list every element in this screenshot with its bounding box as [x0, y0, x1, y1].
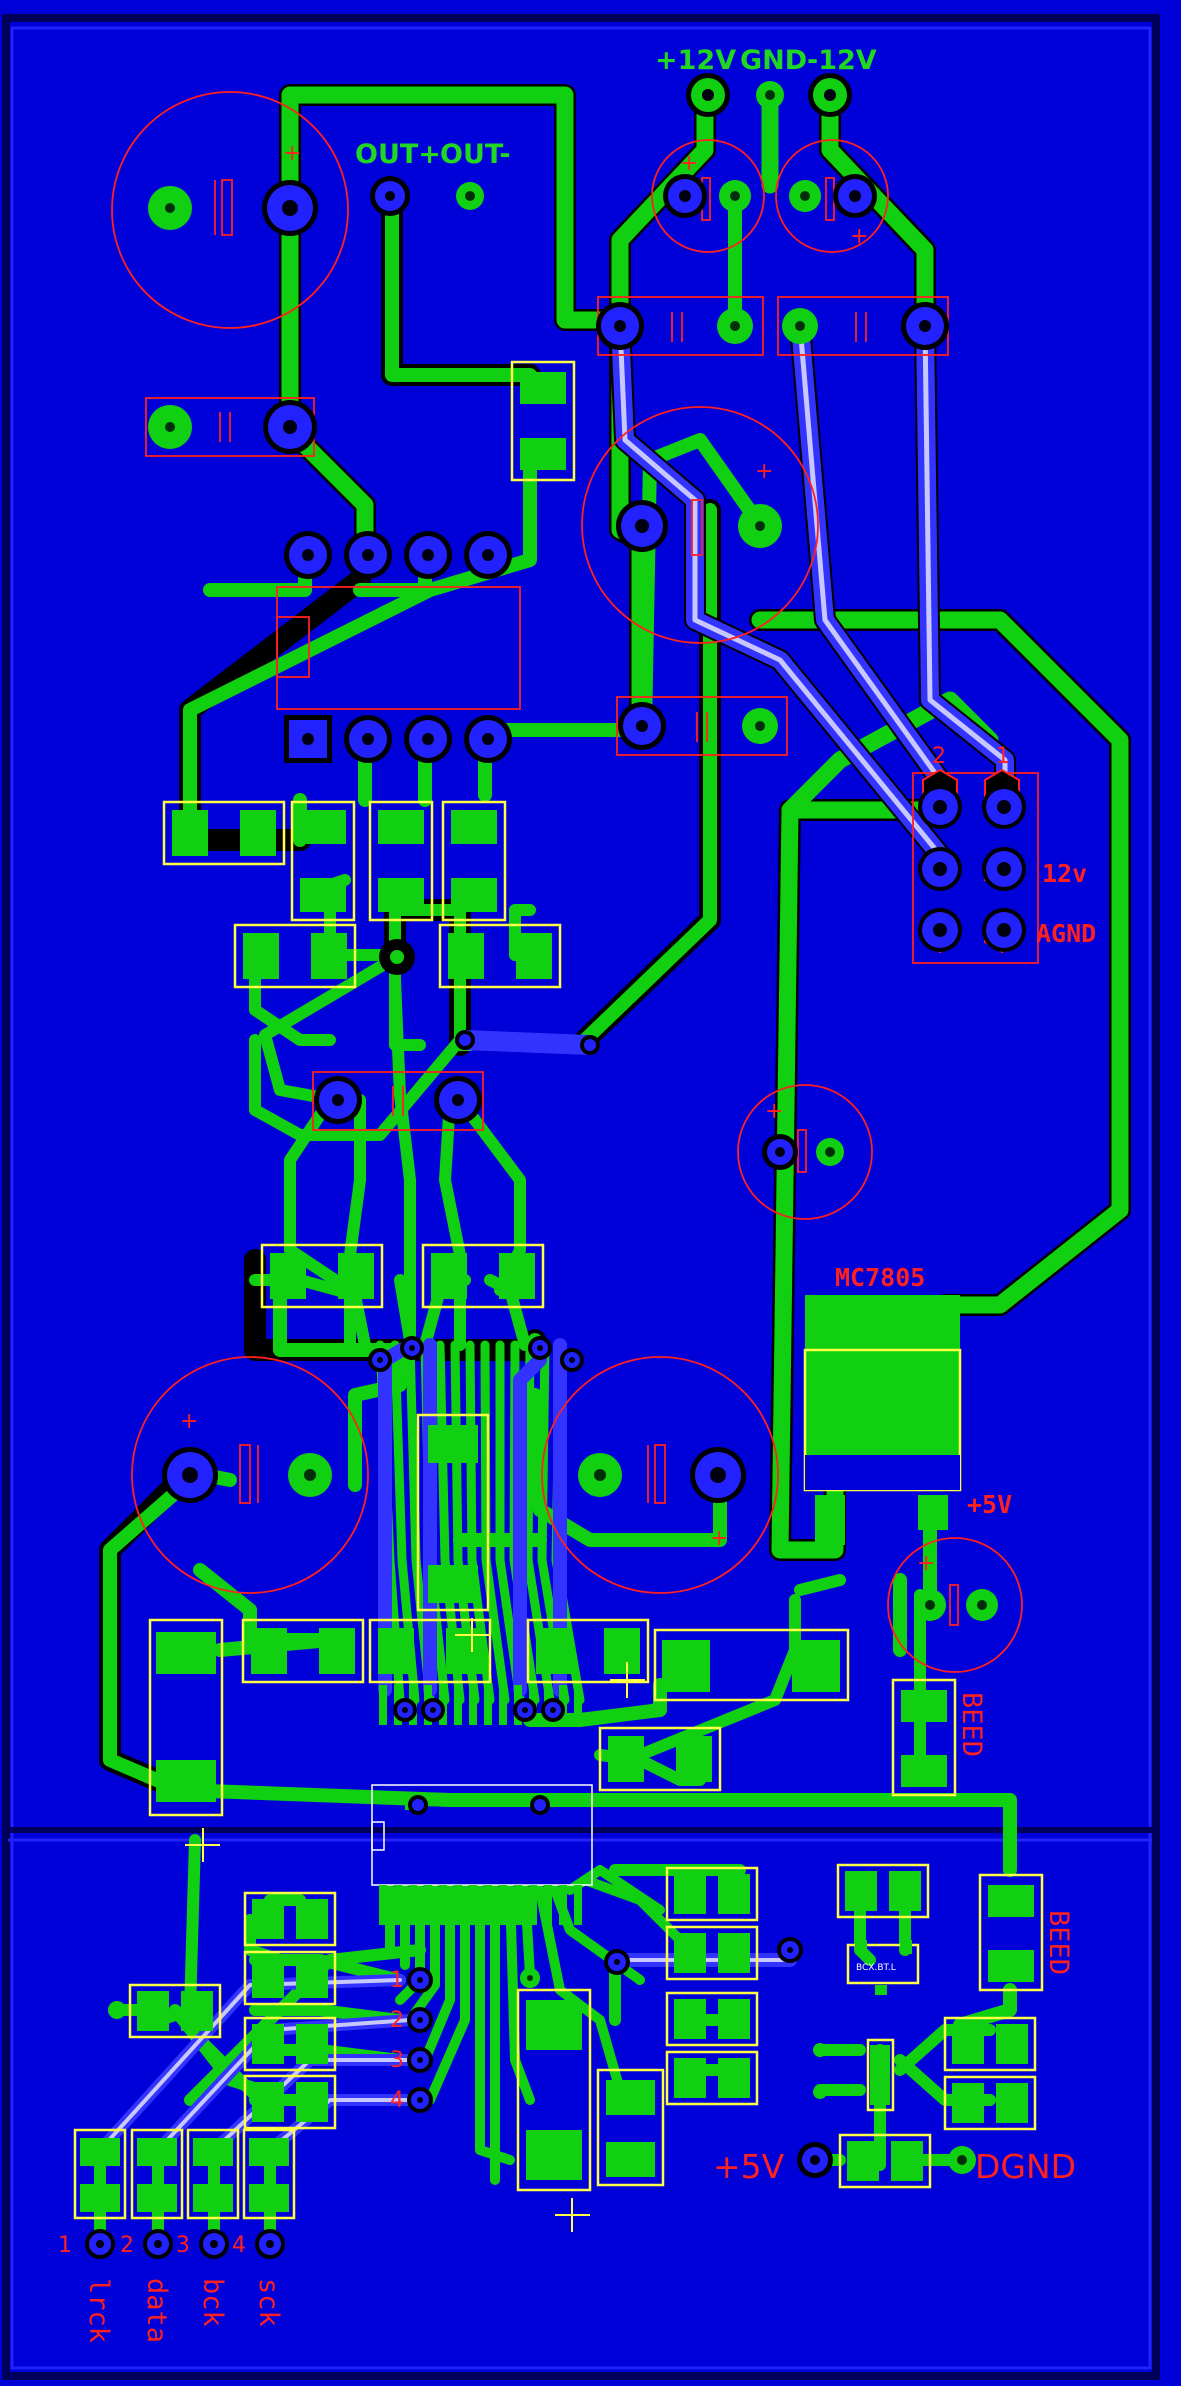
label-minus12v: -12V [807, 45, 877, 76]
connector-number-1: 1 [58, 2233, 72, 2258]
svg-text:+: + [765, 1099, 783, 1124]
label-plus12v: +12V [655, 45, 736, 76]
svg-text:+: + [283, 141, 301, 166]
signal-data: data [141, 2278, 172, 2343]
label-gnd: GND [740, 45, 807, 76]
board-outline-inner [10, 26, 1152, 2370]
svg-text:+: + [755, 459, 773, 484]
connector-number-3: 3 [176, 2233, 190, 2258]
label-out-plus: OUT+ [355, 139, 441, 170]
label-beed-1: BEED [956, 1692, 987, 1757]
label-agnd: AGND [1036, 919, 1096, 948]
svg-text:+: + [180, 1409, 198, 1434]
header-pin-1: 1 [996, 744, 1010, 769]
label-dgnd: DGND [975, 2147, 1076, 2186]
label-12v: 12v [1042, 859, 1087, 888]
through-hole-pads [85, 73, 1026, 2259]
label-chip: BCX.BT.L [856, 1963, 896, 1973]
fiducial-marks [185, 1618, 645, 2232]
signal-bck: bck [197, 2278, 228, 2327]
top-copper-tracks [103, 86, 1129, 1877]
signal-lrck: lrck [83, 2278, 114, 2343]
signal-sck: sck [253, 2278, 284, 2327]
svg-text:+: + [917, 1551, 935, 1576]
svg-text:+: + [680, 151, 698, 176]
label-out-minus: OUT- [440, 139, 511, 170]
label-mc7805: MC7805 [835, 1263, 925, 1292]
bus-number-1: 1 [390, 1968, 404, 1993]
labels: +12V GND -12V OUT+ OUT- 2 1 12v AGND MC7… [58, 45, 1096, 2343]
bus-number-3: 3 [390, 2048, 404, 2073]
board-outline [2, 14, 1160, 2380]
svg-text:+: + [850, 224, 868, 249]
label-beed-2: BEED [1043, 1910, 1074, 1975]
connector-number-2: 2 [120, 2233, 134, 2258]
regulator-mc7805 [803, 1295, 962, 1545]
bus-number-2: 2 [390, 2008, 404, 2033]
header-pin-2: 2 [932, 744, 946, 769]
bus-number-4: 4 [390, 2088, 404, 2113]
svg-text:+: + [710, 1526, 728, 1551]
label-plus5v-digital: +5V [713, 2147, 785, 2186]
label-plus5v-analog: +5V [967, 1490, 1012, 1519]
connector-number-4: 4 [232, 2233, 246, 2258]
